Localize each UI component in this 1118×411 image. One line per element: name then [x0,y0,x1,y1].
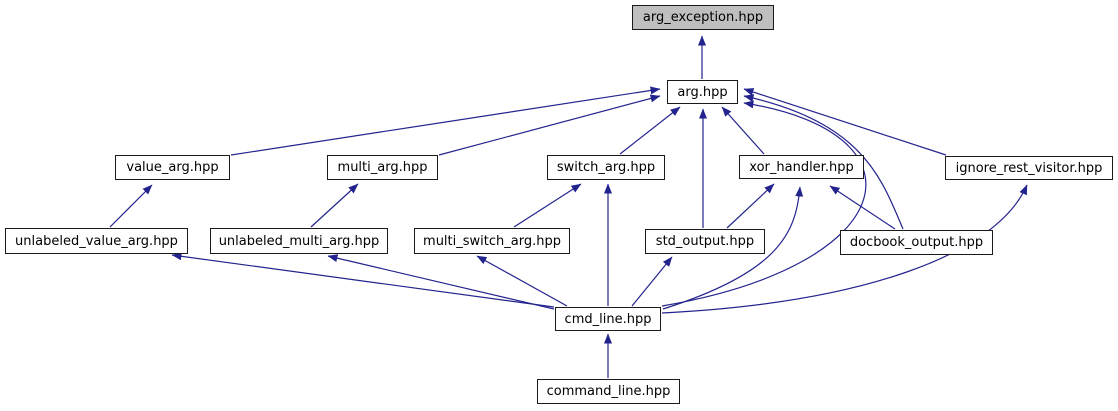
node-value_arg[interactable]: value_arg.hpp [115,155,230,180]
edge-docbook_output-to-arg [743,94,904,230]
node-cmd_line[interactable]: cmd_line.hpp [555,307,661,331]
node-command_line[interactable]: command_line.hpp [537,379,680,404]
edge-unlabeled_multi_arg-to-multi_arg [310,183,359,228]
node-arg_exception[interactable]: arg_exception.hpp [632,5,774,30]
edge-unlabeled_value_arg-to-value_arg [109,184,153,228]
node-ignore_rest_visitor[interactable]: ignore_rest_visitor.hpp [945,156,1113,180]
edge-cmd_line-to-unlabeled_value_arg [171,252,555,308]
node-docbook_output[interactable]: docbook_output.hpp [840,230,993,255]
edge-value_arg-to-arg [230,86,661,156]
edge-xor_handler-to-arg [721,106,765,155]
node-unlabeled_multi_arg[interactable]: unlabeled_multi_arg.hpp [210,228,388,254]
edge-multi_switch_arg-to-switch_arg [513,183,582,228]
node-unlabeled_value_arg[interactable]: unlabeled_value_arg.hpp [5,228,188,254]
node-multi_arg[interactable]: multi_arg.hpp [327,155,438,180]
edge-ignore_rest_visitor-to-arg [743,88,947,156]
edge-cmd_line-to-arg [661,100,867,307]
edge-docbook_output-to-xor_handler [829,185,896,230]
edge-cmd_line-to-std_output [631,256,673,307]
edge-switch_arg-to-arg [619,106,681,155]
edge-std_output-to-xor_handler [726,183,775,229]
node-switch_arg[interactable]: switch_arg.hpp [547,155,665,180]
node-arg[interactable]: arg.hpp [667,80,738,104]
edge-cmd_line-to-multi_switch_arg [476,255,568,307]
node-std_output[interactable]: std_output.hpp [645,229,765,254]
node-multi_switch_arg[interactable]: multi_switch_arg.hpp [414,228,570,254]
edge-cmd_line-to-ignore_rest_visitor [661,184,1028,314]
edge-cmd_line-to-unlabeled_multi_arg [327,254,555,310]
edge-cmd_line-to-xor_handler [662,186,804,310]
edge-multi_arg-to-arg [438,94,661,156]
node-xor_handler[interactable]: xor_handler.hpp [739,155,864,179]
